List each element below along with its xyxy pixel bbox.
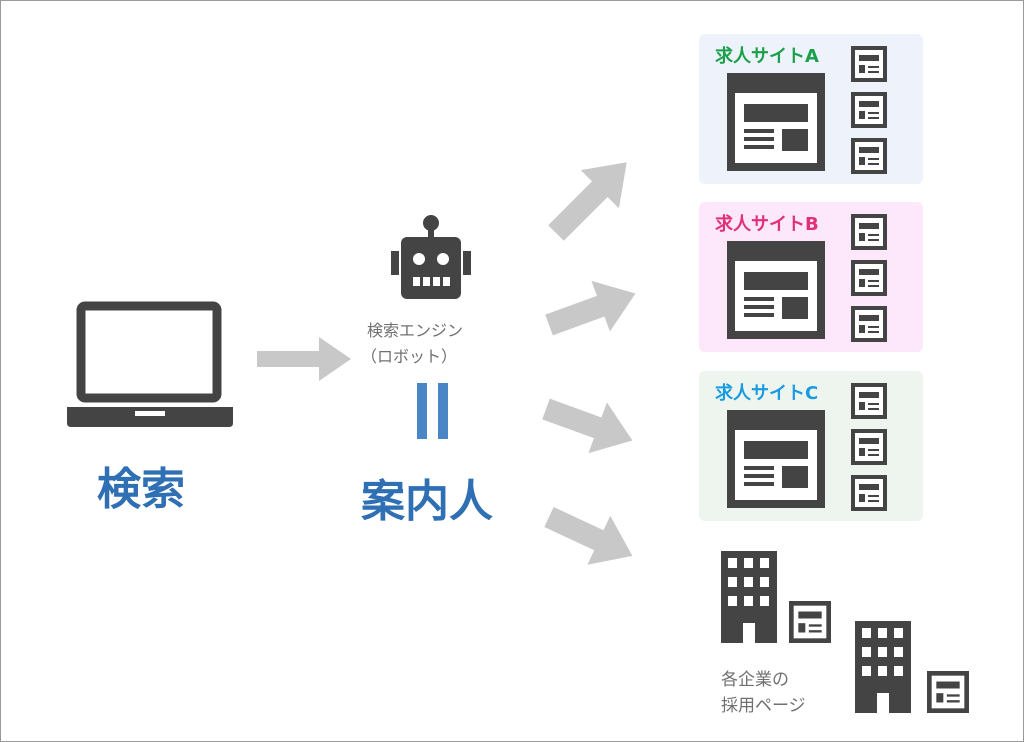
page-icon xyxy=(789,601,831,643)
site-label: 求人サイトB xyxy=(715,214,819,235)
page-icon xyxy=(851,306,887,342)
page-icon xyxy=(927,671,969,713)
page-icon xyxy=(851,260,887,296)
page-icon xyxy=(851,138,887,174)
arrow-icon xyxy=(548,162,627,241)
site-label: 求人サイトA xyxy=(715,46,819,67)
building-icon xyxy=(855,621,911,713)
page-icon xyxy=(851,383,887,419)
site-label: 求人サイトC xyxy=(715,383,819,404)
job-site-b: 求人サイトB xyxy=(699,202,923,352)
laptop-icon xyxy=(67,301,233,427)
page-icon xyxy=(851,92,887,128)
job-site-c: 求人サイトC xyxy=(699,371,923,521)
web-page-icon xyxy=(727,410,825,508)
arrow-icon xyxy=(542,398,633,454)
search-engine-caption: 検索エンジン xyxy=(367,321,464,340)
equals-bar xyxy=(417,383,427,439)
guide-label: 案内人 xyxy=(361,476,493,527)
page-icon xyxy=(851,475,887,511)
equals-bar xyxy=(438,383,448,439)
arrow-icon xyxy=(257,337,351,381)
building-icon xyxy=(721,551,777,643)
arrow-icon xyxy=(544,507,633,565)
web-page-icon xyxy=(727,241,825,339)
page-icon xyxy=(851,46,887,82)
page-icon xyxy=(851,214,887,250)
companies-line2: 採用ページ xyxy=(721,696,806,716)
page-icon xyxy=(851,429,887,465)
arrow-icon xyxy=(545,280,636,336)
robot-caption: （ロボット） xyxy=(361,347,458,366)
companies-line1: 各企業の xyxy=(721,670,789,690)
web-page-icon xyxy=(727,73,825,171)
job-site-a: 求人サイトA xyxy=(699,34,923,184)
search-label: 検索 xyxy=(97,464,185,515)
robot-icon xyxy=(391,215,471,299)
